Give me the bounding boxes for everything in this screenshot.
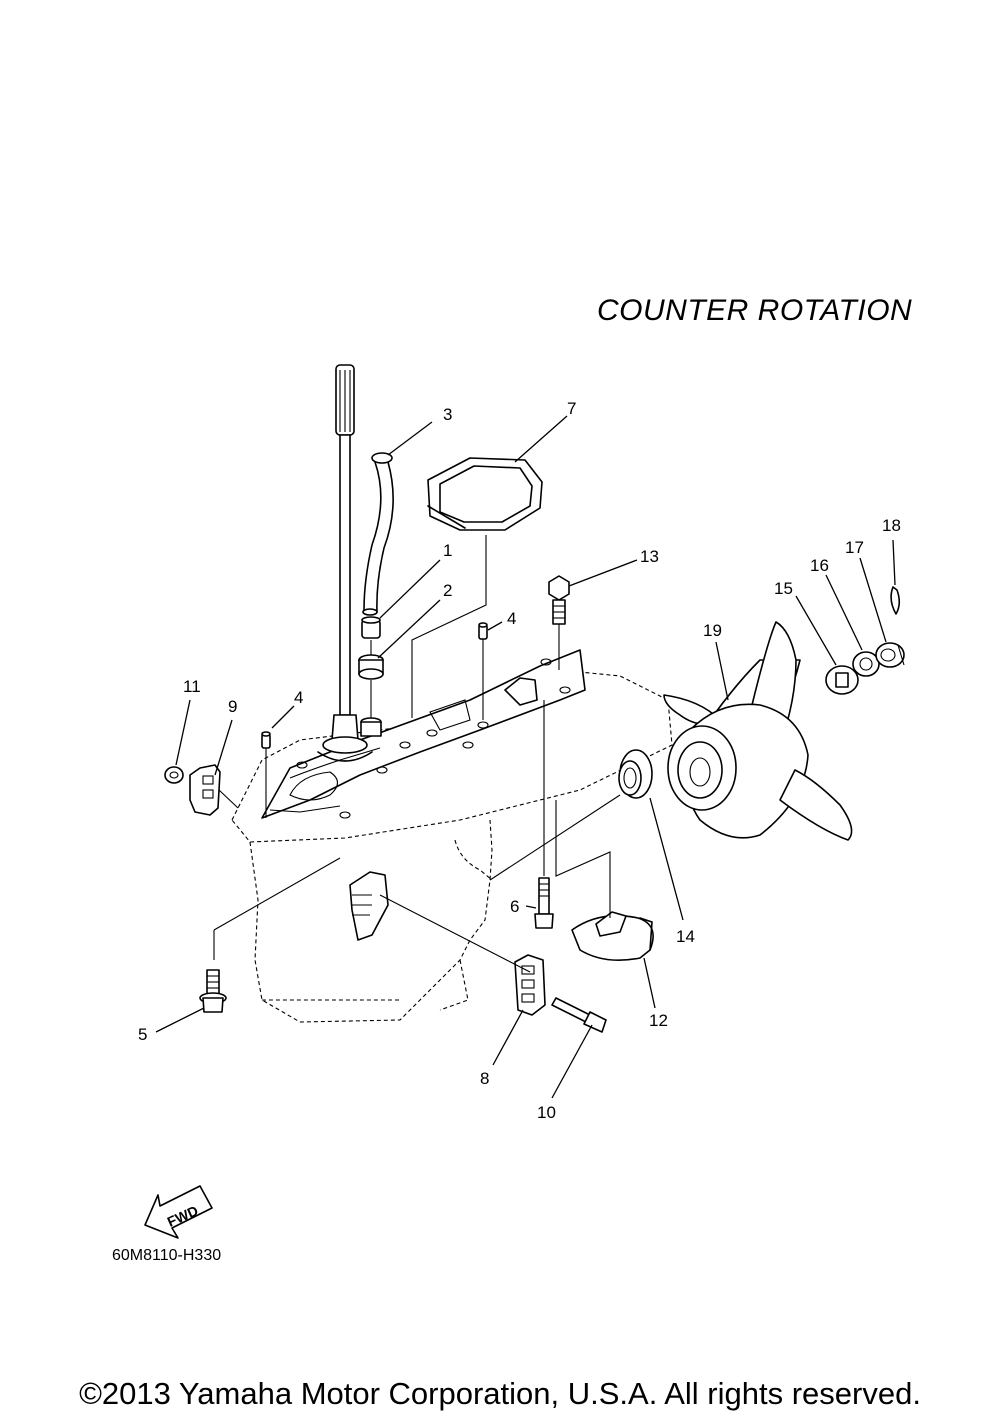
- fwd-arrow: FWD: [144, 1185, 213, 1239]
- callout-6: 6: [510, 897, 519, 916]
- nut-17: [875, 642, 905, 668]
- callout-10: 10: [537, 1103, 556, 1122]
- assembly-lines: [213, 535, 621, 973]
- spacer-15: [825, 665, 859, 695]
- callout-18: 18: [882, 516, 901, 535]
- callout-7: 7: [567, 399, 576, 418]
- callout-17: 17: [845, 538, 864, 557]
- diagram-heading: COUNTER ROTATION: [597, 294, 913, 327]
- callout-16: 16: [810, 556, 829, 575]
- callout-leaders: [155, 415, 896, 1099]
- bolt-6: [534, 877, 554, 929]
- callout-19: 19: [703, 621, 722, 640]
- callout-11: 11: [183, 677, 201, 696]
- callout-14: 14: [676, 927, 695, 946]
- copyright-notice: ©2013 Yamaha Motor Corporation, U.S.A. A…: [79, 1376, 921, 1411]
- callout-4b: 4: [507, 609, 516, 628]
- bolt-5: [199, 969, 227, 1013]
- gasket: [427, 457, 543, 531]
- anode-9: [189, 764, 221, 816]
- lower-case-deck: [261, 649, 586, 819]
- callout-4a: 4: [294, 688, 303, 707]
- trim-tab: [349, 871, 389, 941]
- bolt-10: [551, 997, 607, 1033]
- callout-15: 15: [774, 579, 793, 598]
- water-pipe: [362, 452, 394, 616]
- propeller: [663, 621, 853, 841]
- drawing-code: 60M8110-H330: [112, 1247, 222, 1264]
- callout-8: 8: [480, 1069, 489, 1088]
- callout-numbers: 1 2 3 4 4 5 6 7 8 9 10 11 12 13 14 15 16…: [138, 399, 901, 1122]
- lower-case-housing: [231, 671, 673, 1023]
- anode-12: [571, 911, 654, 961]
- callout-2: 2: [443, 581, 452, 600]
- callout-3: 3: [443, 405, 452, 424]
- bolt-13: [548, 575, 570, 625]
- callout-1: 1: [443, 541, 452, 560]
- callout-13: 13: [640, 547, 659, 566]
- callout-5: 5: [138, 1025, 147, 1044]
- seal-and-grommet: [358, 616, 384, 737]
- drive-shaft: [317, 364, 373, 762]
- anode-8: [514, 954, 546, 1016]
- callout-9: 9: [228, 697, 237, 716]
- nut-11: [164, 766, 184, 784]
- cotter-pin-18: [890, 586, 901, 615]
- callout-12: 12: [649, 1011, 668, 1030]
- thrust-bushing: [618, 749, 653, 799]
- washer-16: [852, 651, 880, 677]
